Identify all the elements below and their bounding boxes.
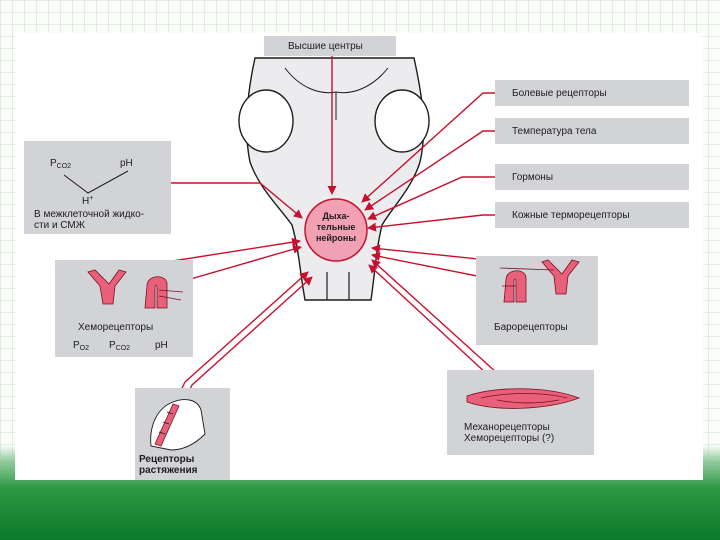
carotid-sinus-icon xyxy=(541,259,580,295)
pco2-chemo-label: PCO2 xyxy=(109,340,131,352)
arrow-hormones xyxy=(367,176,495,220)
fluid-caption-line-2: сти и СМЖ xyxy=(34,220,85,231)
right-pons-oval xyxy=(374,89,430,153)
mechanoreceptors-line-2: Хеморецепторы (?) xyxy=(464,433,555,444)
body-temperature-box: Температура тела xyxy=(495,118,689,144)
stretch-receptors-line-2: растяжения xyxy=(139,465,198,476)
bronchus-stretch-icon xyxy=(154,403,180,447)
mechanoreceptors-line-1: Механорецепторы xyxy=(464,422,550,433)
brainstem-contours xyxy=(284,67,389,120)
brainstem-base-lines xyxy=(326,272,350,300)
aortic-arch-icon xyxy=(503,270,527,303)
neurons-line-3: нейроны xyxy=(315,233,357,243)
ph-label: pH xyxy=(120,158,133,169)
left-pons-oval xyxy=(238,89,294,153)
pain-receptors-label: Болевые рецепторы xyxy=(512,88,607,99)
chemoreceptor-drawing xyxy=(87,269,184,309)
stretch-receptors-line-1: Рецепторы xyxy=(139,454,195,465)
neurons-line-2: тельные xyxy=(316,222,356,232)
muscle-drawing xyxy=(466,388,581,409)
respiratory-neurons-circle xyxy=(304,198,368,262)
hormones-box: Гормоны xyxy=(495,164,689,190)
ph-chemo-label: pH xyxy=(155,340,168,351)
hydrogen-ion-label: H+ xyxy=(82,195,94,207)
fluid-caption-line-1: В межклеточной жидко- xyxy=(34,209,144,220)
muscle-spindle-icon xyxy=(466,388,581,409)
pain-receptors-box: Болевые рецепторы xyxy=(495,80,689,106)
baroreceptors-box: Барорецепторы xyxy=(476,256,598,345)
stretch-receptors-box: Рецепторы растяжения xyxy=(135,388,230,480)
hormones-label: Гормоны xyxy=(512,172,554,183)
aortic-body-icon xyxy=(144,276,168,309)
baroreceptor-drawing xyxy=(499,259,580,303)
fluid-lines xyxy=(63,170,129,194)
arrow-pain xyxy=(361,92,495,203)
mechanoreceptors-box: Механорецепторы Хеморецепторы (?) xyxy=(447,370,594,455)
chemoreceptors-box: Хеморецепторы PO2 PCO2 pH xyxy=(55,260,193,357)
interstitial-fluid-box: PCO2 pH H+ В межклеточной жидко- сти и С… xyxy=(24,141,171,234)
carotid-body-icon xyxy=(87,269,127,305)
pco2-label: PCO2 xyxy=(50,158,72,170)
skin-thermoreceptors-label: Кожные терморецепторы xyxy=(512,210,630,221)
po2-label: PO2 xyxy=(73,340,90,352)
skin-thermoreceptors-box: Кожные терморецепторы xyxy=(495,202,689,228)
arrow-fluid xyxy=(171,182,303,219)
higher-centers-box: Высшие центры xyxy=(264,36,396,56)
body-temperature-label: Температура тела xyxy=(512,126,597,137)
lung-drawing xyxy=(150,399,206,451)
baroreceptors-title: Барорецепторы xyxy=(494,322,568,333)
respiratory-neurons-label: Дыха- тельные нейроны xyxy=(306,211,366,244)
neurons-line-1: Дыха- xyxy=(322,211,350,221)
higher-centers-label: Высшие центры xyxy=(288,41,363,52)
chemoreceptors-title: Хеморецепторы xyxy=(78,322,154,333)
arrow-temperature xyxy=(364,130,495,211)
arrow-skin xyxy=(367,214,495,232)
